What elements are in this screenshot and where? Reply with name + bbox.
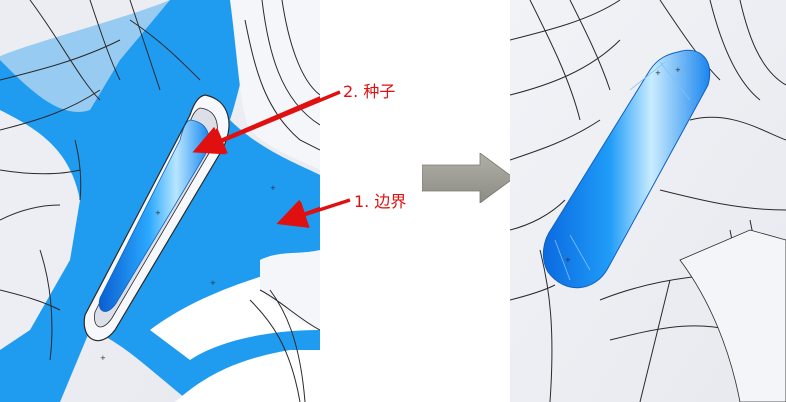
right-arrow-icon (422, 153, 514, 203)
svg-text:+: + (565, 256, 571, 264)
after-selection-view: + + + (510, 0, 786, 402)
seed-arrow (192, 96, 320, 155)
boundary-label: 1. 边界 (354, 192, 407, 211)
svg-text:+: + (155, 209, 161, 217)
svg-text:+: + (675, 66, 681, 74)
model-viewport-before: + + + + (0, 0, 320, 402)
svg-text:+: + (655, 69, 661, 77)
boundary-arrow (276, 199, 320, 228)
model-viewport-after: + + + (510, 0, 786, 402)
seed-label: 2. 种子 (343, 82, 396, 101)
svg-text:+: + (270, 184, 276, 192)
annotation-arrows (192, 96, 320, 228)
mesh-edges (0, 0, 201, 361)
svg-text:+: + (210, 279, 216, 287)
before-selection-view: + + + + (0, 0, 320, 402)
svg-text:+: + (100, 354, 106, 362)
result-filled-face[interactable] (542, 49, 711, 289)
